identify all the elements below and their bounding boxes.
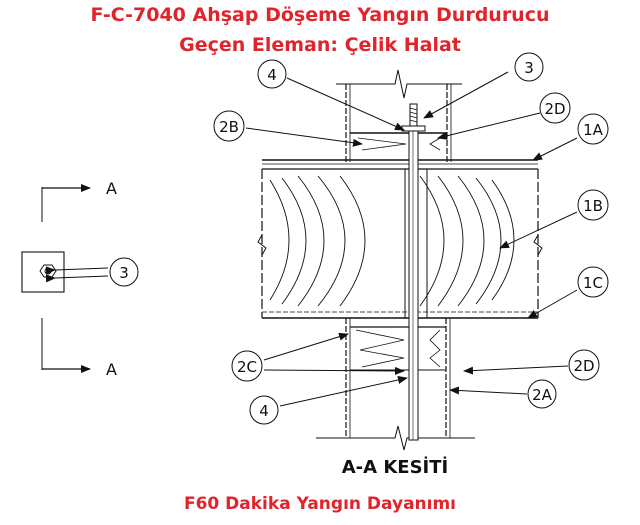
callout-1a: 1A xyxy=(583,121,604,139)
callout-bubble xyxy=(109,257,139,287)
callout-3-top: 3 xyxy=(524,59,534,77)
callout-1c: 1C xyxy=(583,274,603,292)
plan-callout-3: 3 xyxy=(119,264,129,282)
bolt-icon xyxy=(401,103,426,132)
plan-view-box xyxy=(21,251,65,293)
callout-1b: 1B xyxy=(583,197,603,215)
callout-4-bottom: 4 xyxy=(259,402,269,420)
cut-label-bottom: A xyxy=(106,360,117,379)
callout-2d-top: 2D xyxy=(544,100,565,118)
plan-nut-icon xyxy=(39,264,57,278)
callout-2a: 2A xyxy=(532,386,553,404)
title-line-2: Geçen Eleman: Çelik Halat xyxy=(179,34,461,56)
callout-bubbles xyxy=(213,52,609,425)
section-label: A-A KESİTİ xyxy=(341,457,449,478)
callout-4-top: 4 xyxy=(267,66,277,84)
callout-2c: 2C xyxy=(237,358,257,376)
fire-rating-footer: F60 Dakika Yangın Dayanımı xyxy=(183,494,457,514)
steel-cable xyxy=(408,127,419,441)
leader-lines xyxy=(245,71,578,407)
callout-2d-bottom: 2D xyxy=(573,357,594,375)
cut-label-top: A xyxy=(106,179,117,198)
plan-view xyxy=(21,184,109,373)
callout-2b: 2B xyxy=(219,118,239,136)
title-line-1: F-C-7040 Ahşap Döşeme Yangın Durdurucu xyxy=(90,4,550,26)
